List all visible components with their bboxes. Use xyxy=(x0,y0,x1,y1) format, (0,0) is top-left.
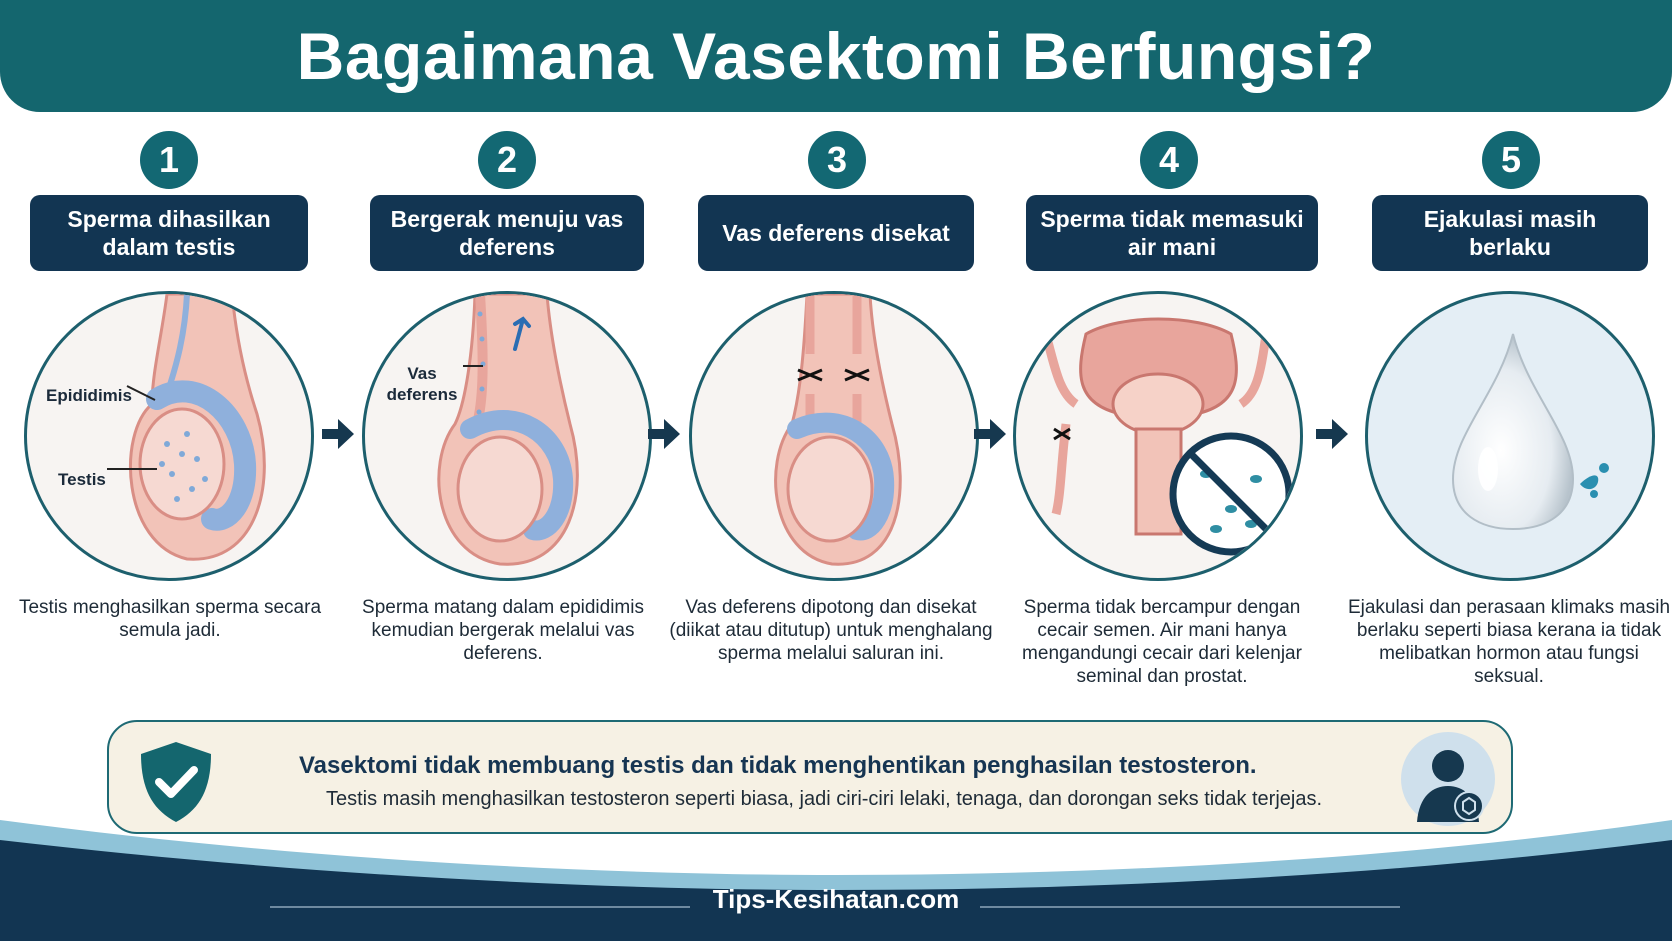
step-number: 1 xyxy=(140,131,198,189)
header-banner: Bagaimana Vasektomi Berfungsi? xyxy=(0,0,1672,112)
info-callout: Vasektomi tidak membuang testis dan tida… xyxy=(107,720,1513,834)
step-number: 2 xyxy=(478,131,536,189)
footer-divider-left xyxy=(270,906,690,908)
footer-divider-right xyxy=(980,906,1400,908)
step-title: Sperma dihasilkan dalam testis xyxy=(30,195,308,271)
step-description: Ejakulasi dan perasaan klimaks masih ber… xyxy=(1347,597,1671,687)
step-illustration xyxy=(1013,291,1303,581)
step-number: 4 xyxy=(1140,131,1198,189)
shield-check-icon xyxy=(141,742,211,822)
label-vas-deferens: Vas deferens xyxy=(386,364,458,404)
step-number: 3 xyxy=(808,131,866,189)
callout-title: Vasektomi tidak membuang testis dan tida… xyxy=(299,752,1257,779)
step-description: Sperma tidak bercampur dengan cecair sem… xyxy=(1022,597,1302,687)
footer-brand: Tips-Kesihatan.com xyxy=(712,884,960,914)
step-description: Sperma matang dalam epididimis kemudian … xyxy=(362,597,644,664)
person-hormone-icon xyxy=(1401,732,1495,826)
step-illustration xyxy=(362,291,652,581)
step-number: 5 xyxy=(1482,131,1540,189)
testis-illustration xyxy=(107,294,266,561)
label-testis: Testis xyxy=(58,470,106,489)
step-title: Vas deferens disekat xyxy=(698,195,974,271)
step-illustration xyxy=(689,291,979,581)
step-title: Ejakulasi masih berlaku xyxy=(1372,195,1648,271)
arrow-right-icon xyxy=(1316,419,1348,449)
no-sperm-icon xyxy=(1169,432,1293,556)
droplet-icon xyxy=(1451,333,1609,531)
footer-wave xyxy=(0,820,1672,941)
step-title: Bergerak menuju vas deferens xyxy=(370,195,644,271)
step-title: Sperma tidak memasuki air mani xyxy=(1026,195,1318,271)
vas-deferens-illustration xyxy=(437,294,579,566)
ligation-mark-icon xyxy=(797,368,870,382)
vas-ligation-illustration xyxy=(774,294,902,566)
step-description: Vas deferens dipotong dan disekat (diika… xyxy=(669,597,993,664)
callout-text: Testis masih menghasilkan testosteron se… xyxy=(325,788,1323,810)
step-illustration xyxy=(1365,291,1655,581)
reproductive-system-illustration xyxy=(1041,317,1293,556)
arrow-right-icon xyxy=(974,419,1006,449)
arrow-right-icon xyxy=(322,419,354,449)
step-description: Testis menghasilkan sperma secara semula… xyxy=(18,597,322,641)
page-title: Bagaimana Vasektomi Berfungsi? xyxy=(296,19,1376,93)
arrow-right-icon xyxy=(648,419,680,449)
label-epididimis: Epididimis xyxy=(46,386,132,405)
step-illustration xyxy=(24,291,314,581)
